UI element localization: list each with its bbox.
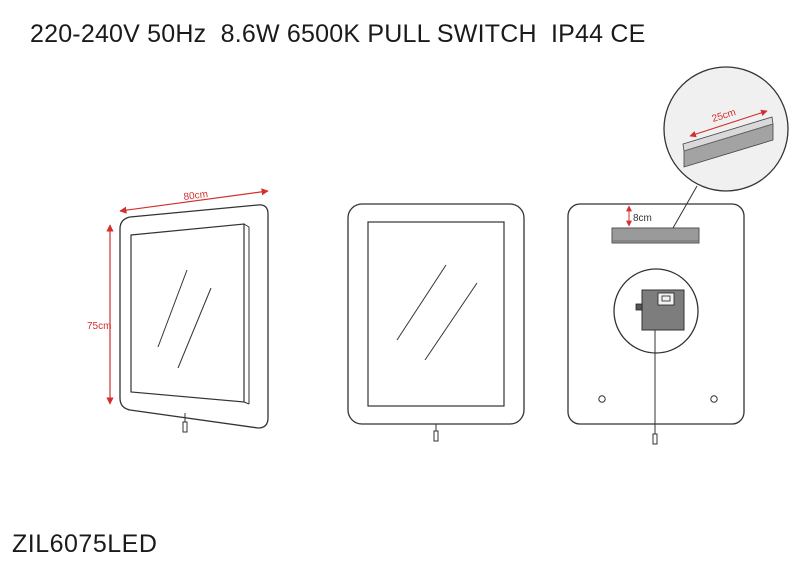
reflection-line [424,282,478,361]
mounting-hole [710,395,718,403]
pull-switch [433,424,439,442]
height-label: 75cm [87,321,111,332]
pull-switch [652,353,658,445]
mirror-perspective-outline [119,204,269,429]
model-number: ZIL6075LED [12,530,158,558]
strip-offset-label: 8cm [633,213,652,224]
mirror-back-outline [567,203,745,425]
mirror-perspective-view: 80cm 75cm [87,188,269,433]
spec-line: 220-240V 50Hz 8.6W 6500K PULL SWITCH IP4… [30,20,646,48]
width-label: 80cm [183,189,209,203]
width-dimension-line [119,188,269,214]
mirror-perspective-inner [130,223,245,403]
driver-box-detail [613,268,699,354]
reflection-line [177,287,212,369]
mounting-hole [598,395,606,403]
led-strip [611,227,700,244]
reflection-line [157,269,188,348]
strip-callout-leader [672,185,698,229]
mirror-front-outline [347,203,525,425]
driver-terminal [657,292,675,306]
strip-detail-callout: 25cm [663,66,789,192]
mirror-back-view: 8cm 25cm [567,66,789,445]
pull-switch [182,413,188,433]
mirror-front-inner [367,221,505,407]
reflection-line [396,264,447,341]
strip-length-dimension-line [689,109,768,138]
mirror-front-view [347,203,525,442]
